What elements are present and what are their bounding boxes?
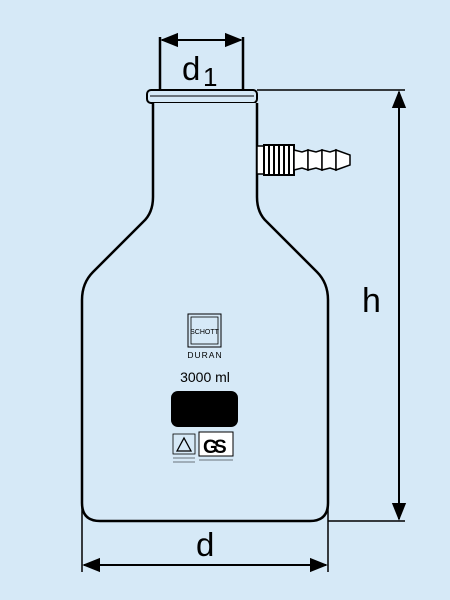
label-field [171, 391, 238, 427]
neck-diameter-dimension: d 1 [160, 32, 243, 92]
certification-marks: G S [172, 431, 234, 463]
bottle-rim [146, 89, 258, 104]
bottle-body-outline [80, 103, 330, 523]
svg-text:S: S [214, 437, 227, 458]
height-label: h [362, 282, 381, 320]
svg-text:G: G [203, 437, 218, 458]
material-text: DURAN [187, 350, 222, 360]
height-dimension: h [257, 89, 407, 522]
body-diameter-label: d [196, 526, 214, 563]
body-diameter-dimension: d [81, 505, 329, 573]
volume-label: 3000 ml [180, 369, 230, 385]
schott-logo: SCHOTT [187, 313, 222, 348]
brand-markings: SCHOTT DURAN 3000 ml G S [171, 313, 238, 463]
neck-diameter-subscript: 1 [203, 62, 217, 92]
bottle-neck [158, 37, 245, 90]
hose-connector [256, 144, 351, 176]
neck-diameter-label: d [182, 50, 200, 87]
svg-text:SCHOTT: SCHOTT [190, 329, 220, 336]
